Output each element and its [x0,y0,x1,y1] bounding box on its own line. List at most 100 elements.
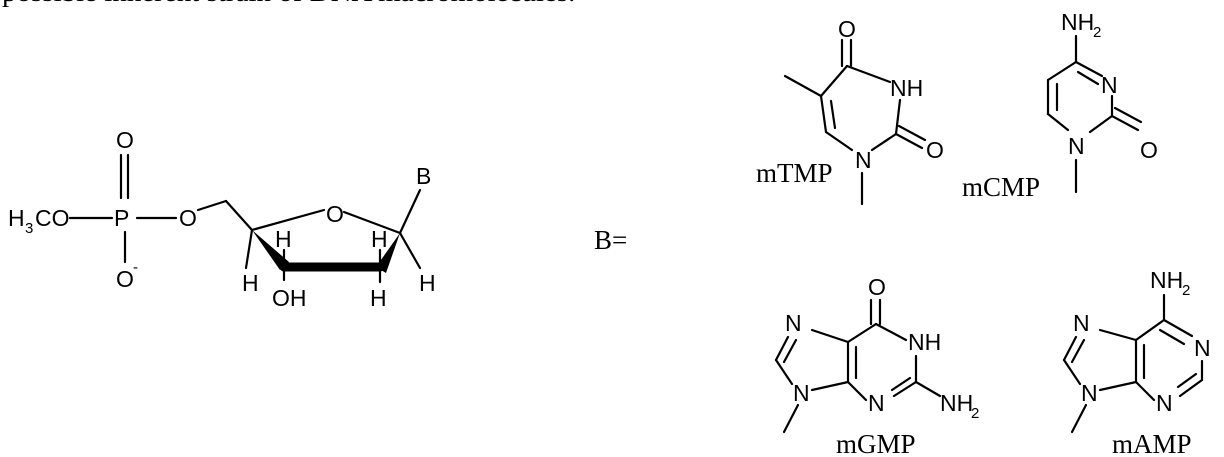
bond-t-c2-o-b [897,124,927,142]
bond-t-c2-o-a [894,132,924,150]
bond-a-n7-c8 [1062,335,1078,362]
bond-ch2-c4 [224,199,254,232]
bond-c-n1-c2 [1088,114,1114,134]
bond-t-c6-n1 [824,130,854,152]
intro-text-fragment: possible inherent strain of DNA macromol… [2,0,575,9]
a-n1: N [1194,335,1211,361]
a-amine: NH [1150,267,1183,293]
bond-c1-h [398,231,422,270]
c-oxygen: O [1140,137,1158,163]
anion-charge: - [133,259,138,276]
bond-c-co-a [1110,114,1140,132]
methyl-h: H [8,205,25,231]
bond-c-n3-c4-double [1076,70,1100,86]
bond-a-c6-n1 [1162,318,1194,338]
base-label: B [416,163,431,189]
bond-t-c4-c5 [819,64,849,98]
a-n7: N [1073,310,1090,336]
t-oxygen-top: O [838,16,856,42]
bond-g-c5-n7 [810,328,850,344]
bond-g-n-methyl [782,403,800,434]
c4-hydrogen: H [242,270,259,296]
bond-g-c8-n9 [774,358,794,386]
g-n9: N [793,380,810,406]
bond-a-c2-n3 [1178,378,1204,398]
bond-t-c5-c6 [819,94,828,134]
base-mcmp: NH 2 N O N mCMP [962,9,1158,202]
c-amine-subscript: 2 [1093,24,1101,41]
bond-o4-c1 [342,210,402,235]
c-n3: N [1101,72,1118,98]
t-nh: NH [890,75,923,101]
bond-c1-base [398,188,422,235]
bond-a-c2-n3-double [1176,372,1198,389]
bond-g-c6-n1 [874,322,908,342]
bond-g-n7-c8 [774,335,790,362]
bond-t-methyl [783,74,823,98]
ring-oxygen: O [326,201,344,227]
a-n9: N [1081,380,1098,406]
g-nh: NH [908,329,941,355]
c3-hydrogen: H [275,226,292,252]
bond-g-c2-n3-double [890,376,912,392]
bond-g-n3-c4 [846,380,868,402]
bond-a-n-methyl [1070,403,1088,434]
equation-label: B= [594,225,627,255]
bond-o-ch2 [196,199,228,212]
methyl-subscript: 3 [25,220,33,237]
base-mtmp: O NH O N mTMP [756,16,944,206]
bond-a-c6-c5 [1134,318,1166,342]
g-n3: N [868,390,885,416]
base-name-mcmp: mCMP [962,172,1040,202]
bond-a-n3-c4 [1134,380,1156,402]
g-amine-subscript: 2 [971,405,979,422]
a-n3: N [1156,390,1173,416]
bond-a-c8-n9 [1062,358,1082,386]
bond-g-c6-c5 [846,322,878,344]
base-mgmp: O NH N NH 2 N N mG [774,274,979,457]
base-name-mgmp: mGMP [836,429,916,457]
bond-g-n7-c8-double [782,338,798,364]
bond-c-n3-c4 [1074,60,1104,78]
bond-t-n1-c2 [870,132,898,152]
bond-t-c5-c6-double [829,99,837,130]
c2-hydrogen-up: H [371,226,388,252]
bond-t-c2-n3 [894,98,902,136]
bond-c4-h [244,228,254,270]
bond-g-n9-c4 [810,380,850,392]
bond-a-c6-n1-double [1158,328,1186,346]
bond-t-n3-c4 [845,64,892,84]
g-n7: N [785,310,802,336]
t-oxygen-right: O [926,137,944,163]
a-amine-subscript: 2 [1182,282,1190,299]
bond-c-c6-n1 [1046,112,1070,132]
ester-oxygen: O [179,205,197,231]
wedge-c4-c3 [252,230,289,270]
bond-c-co-b [1113,106,1143,124]
c-n1: N [1068,133,1085,159]
phosphorus-atom: P [114,205,129,231]
bond-c4-o4 [250,208,326,232]
bond-c-c4-c5 [1046,60,1078,82]
methyl-co: CO [35,205,70,231]
bond-g-amine [914,380,942,398]
c3-hydroxyl: OH [272,285,307,311]
bond-a-n9-c4 [1098,380,1138,392]
backbone-structure: H 3 CO P O O - O O [8,127,436,311]
bond-g-c2-n3 [892,380,918,398]
carbonyl-oxygen: O [116,127,134,153]
base-name-mamp: mAMP [1112,429,1192,457]
base-name-mtmp: mTMP [756,158,833,188]
bond-a-c5-n7 [1098,328,1138,342]
c-amine: NH [1061,9,1094,35]
c2-hydrogen-down: H [370,285,387,311]
c1-hydrogen: H [419,270,436,296]
t-n1: N [855,147,872,173]
anion-oxygen: O [116,266,134,292]
base-mamp: NH 2 N N N N mAMP [1062,267,1211,457]
g-oxygen: O [868,274,886,300]
g-amine: NH [940,390,973,416]
bond-a-n7-c8-double [1070,338,1086,364]
